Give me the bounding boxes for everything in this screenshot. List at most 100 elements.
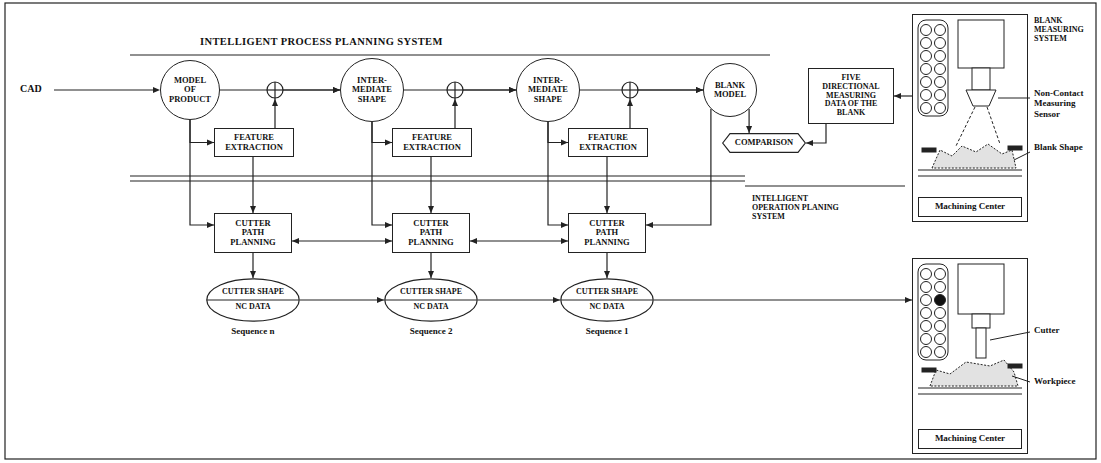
- region-line: [130, 180, 745, 181]
- arrow-head: [333, 87, 340, 93]
- machine-table: [918, 176, 1022, 177]
- connector: [478, 297, 560, 303]
- connector: [250, 253, 256, 278]
- node-text: BLANK MODEL: [710, 81, 750, 100]
- ellipse-outline: [561, 279, 653, 321]
- connector-line: [372, 122, 392, 225]
- arrow-head: [385, 222, 392, 228]
- arrow-head: [746, 126, 752, 133]
- node-outline: [560, 278, 654, 322]
- connector-line: [478, 299, 560, 300]
- connector: [250, 157, 256, 213]
- tool: [921, 25, 932, 36]
- connector: [190, 120, 214, 228]
- tool: [921, 38, 932, 49]
- comparison-hexagon: COMPARISON: [722, 133, 806, 153]
- machine-frame: Machining Center: [912, 258, 1028, 454]
- node-text: CUTTER SHAPE: [222, 288, 284, 300]
- arrow-head: [646, 222, 653, 228]
- node-text: CUTTER SHAPE: [576, 288, 638, 300]
- sequence-label: Sequence 1: [567, 326, 647, 336]
- diagram-title: INTELLIGENT PROCESS PLANNING SYSTEM: [200, 36, 520, 48]
- connector: [604, 253, 610, 278]
- connector: [300, 297, 384, 303]
- arrow-head: [470, 238, 477, 244]
- region-line: [130, 54, 770, 55]
- node-text: FEATURE EXTRACTION: [573, 133, 643, 152]
- connector-line: [548, 122, 568, 225]
- part-label: Blank Shape: [1034, 142, 1094, 152]
- active-tool: [935, 295, 946, 306]
- arrow-head: [428, 271, 434, 278]
- connector: [604, 157, 610, 213]
- tool: [921, 90, 932, 101]
- arrow-head: [207, 222, 214, 228]
- node-text: FEATURE EXTRACTION: [397, 133, 467, 152]
- tool: [921, 347, 932, 358]
- connector-line: [654, 299, 912, 300]
- node-text: NC DATA: [589, 300, 624, 312]
- node-text: INTER-MEDIATE SHAPE: [523, 76, 573, 104]
- arrow-head: [696, 87, 703, 93]
- tool: [935, 282, 946, 293]
- ellipse-outline: [207, 279, 299, 321]
- node-text: CUTTER SHAPE: [400, 288, 462, 300]
- connector-line: [646, 109, 711, 225]
- connector: [548, 122, 568, 146]
- connector: [292, 238, 392, 244]
- tool: [921, 321, 932, 332]
- node-text: CUTTER PATH PLANNING: [406, 219, 456, 247]
- workpiece-shape: [930, 360, 1018, 386]
- connector-line: [455, 90, 516, 128]
- measuring-machine: [918, 20, 1030, 176]
- arrow-head: [604, 271, 610, 278]
- sum-symbol: [267, 82, 283, 98]
- node-text: CUTTER PATH PLANNING: [228, 219, 278, 247]
- clamp: [1008, 364, 1022, 368]
- clamp: [922, 368, 936, 372]
- ellipse-outline: [385, 279, 477, 321]
- clamp: [1008, 146, 1022, 150]
- sensor-beam: [987, 107, 1000, 144]
- tool: [935, 77, 946, 88]
- machine-frame: Machining Center: [912, 14, 1028, 222]
- connector-line: [292, 240, 392, 241]
- data-box: FIVE DIRECTIONAL MEASURING DATA OF THE B…: [808, 68, 894, 124]
- region-line: [745, 185, 905, 186]
- data-ellipse: CUTTER SHAPENC DATA: [206, 278, 300, 322]
- tool: [935, 90, 946, 101]
- connector-line: [275, 90, 340, 128]
- node-text: MODEL OF PRODUCT: [168, 76, 212, 104]
- hexagon-outline: [723, 134, 806, 153]
- connector-line: [806, 124, 826, 143]
- tool: [935, 51, 946, 62]
- connector: [548, 122, 568, 228]
- arrow-head: [207, 140, 214, 146]
- node-text: INTER-MEDIATE SHAPE: [347, 76, 397, 104]
- machine-table: [918, 170, 1022, 171]
- arrow-head: [509, 87, 516, 93]
- spindle-head: [958, 264, 1004, 314]
- tool: [921, 51, 932, 62]
- arrow-head: [377, 297, 384, 303]
- arrow-head: [604, 206, 610, 213]
- tool: [935, 347, 946, 358]
- connector: [275, 87, 340, 128]
- process-box: FEATURE EXTRACTION: [568, 128, 648, 157]
- sum-symbol: [454, 82, 455, 98]
- sum-symbol: [622, 82, 638, 98]
- node-text: CUTTER PATH PLANNING: [582, 219, 632, 247]
- sum-symbol: [629, 82, 630, 98]
- arrow-head: [561, 238, 568, 244]
- connector-line: [630, 90, 703, 128]
- leader-line: [990, 332, 1030, 340]
- system-label: BLANK MEASURING SYSTEM: [1034, 16, 1094, 44]
- arrow-head: [250, 271, 256, 278]
- connector-line: [190, 120, 214, 225]
- spindle: [972, 314, 990, 328]
- divider-line: [385, 300, 477, 301]
- connector-line: [252, 157, 253, 213]
- part-label: Non-Contact Measuring Sensor: [1034, 88, 1094, 119]
- connector: [470, 238, 568, 244]
- part-label: Workpiece: [1034, 376, 1094, 386]
